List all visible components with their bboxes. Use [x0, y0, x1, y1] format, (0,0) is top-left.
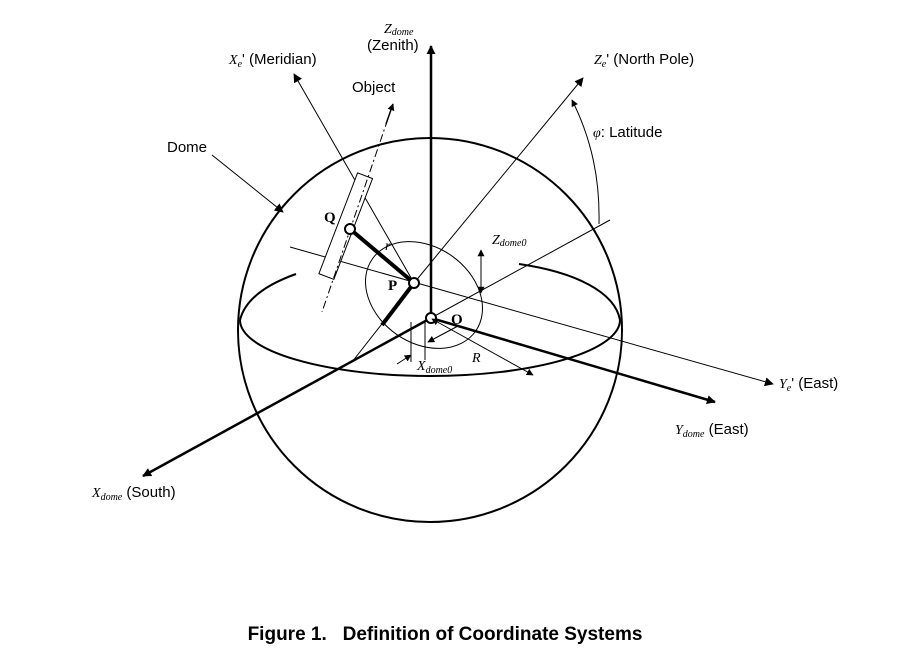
xdome-label-desc: (South) — [122, 484, 175, 501]
x-dome-axis — [142, 316, 432, 478]
ze-label-sub: e — [602, 59, 607, 70]
r-big-label: R — [471, 351, 481, 366]
xe-label-desc: ' (Meridian) — [242, 51, 317, 68]
z-dome-label-main: Z — [384, 22, 392, 37]
ze-north-pole-label: Ze' (North Pole) — [594, 51, 694, 70]
o-label: O — [451, 312, 463, 328]
xdome0-arrow-left — [396, 354, 412, 365]
zdome0-main: Z — [492, 233, 500, 248]
ye-east-axis — [289, 246, 774, 387]
ydome-label-sub: dome — [683, 429, 705, 440]
ye-label-main: Y — [779, 377, 789, 392]
point-p — [408, 277, 420, 289]
phi-symbol: φ — [593, 126, 601, 141]
dome-leader-line — [211, 154, 284, 213]
arm-p-q — [348, 227, 416, 285]
equator-front-arc — [239, 319, 621, 377]
z-dome-label: Zdome (Zenith) — [367, 22, 419, 54]
z-dome-label-sub: dome — [392, 27, 414, 38]
object-pointer — [385, 103, 395, 125]
xdome-label-sub: dome — [101, 492, 123, 503]
ydome-east-label: Ydome (East) — [675, 421, 749, 440]
equator-back-arc-left — [239, 273, 297, 321]
ydome-label-main: Y — [675, 423, 685, 438]
zdome0-sub: dome0 — [500, 238, 527, 249]
r-dimension — [431, 318, 534, 376]
ze-label-main: Z — [594, 53, 602, 68]
r-small-label: r — [385, 239, 391, 254]
xe-label-sub: e — [238, 59, 243, 70]
svg-text:Zdome: Zdome — [384, 22, 414, 38]
xdome0-label: Xdome0 — [416, 359, 452, 376]
ye-label-desc: ' (East) — [791, 375, 838, 392]
ydome-label-desc: (East) — [704, 421, 748, 438]
xe-meridian-axis — [293, 73, 415, 284]
latitude-arc — [571, 99, 600, 225]
object-label: Object — [352, 79, 396, 96]
xdome-label-main: X — [91, 486, 101, 501]
xdome0-sub: dome0 — [426, 365, 453, 376]
object-sight-line — [321, 103, 394, 313]
xdome0-arrow-right — [427, 325, 459, 343]
xdome0-main: X — [416, 359, 426, 374]
ze-label-desc: ' (North Pole) — [606, 51, 694, 68]
dome-label: Dome — [167, 139, 207, 156]
figure-caption: Figure 1. Definition of Coordinate Syste… — [248, 624, 643, 645]
latitude-reference-line — [430, 219, 611, 319]
ye-label-sub: e — [787, 383, 792, 394]
z-dome-desc: (Zenith) — [367, 37, 419, 54]
latitude-label: φ: Latitude — [593, 124, 662, 141]
xe-meridian-label: Xe' (Meridian) — [228, 51, 317, 70]
xe-label-main: X — [228, 53, 238, 68]
zdome0-label: Zdome0 — [492, 233, 526, 249]
point-o — [425, 312, 437, 324]
arm-p-down — [380, 281, 416, 327]
equator-back-arc-right — [518, 263, 621, 321]
q-label: Q — [324, 210, 336, 226]
latitude-desc: : Latitude — [601, 124, 663, 141]
point-q — [344, 223, 356, 235]
p-label: P — [388, 278, 397, 294]
ye-east-label: Ye' (East) — [779, 375, 838, 394]
ze-north-pole-axis — [413, 77, 584, 284]
xdome-south-label: Xdome (South) — [91, 484, 176, 503]
